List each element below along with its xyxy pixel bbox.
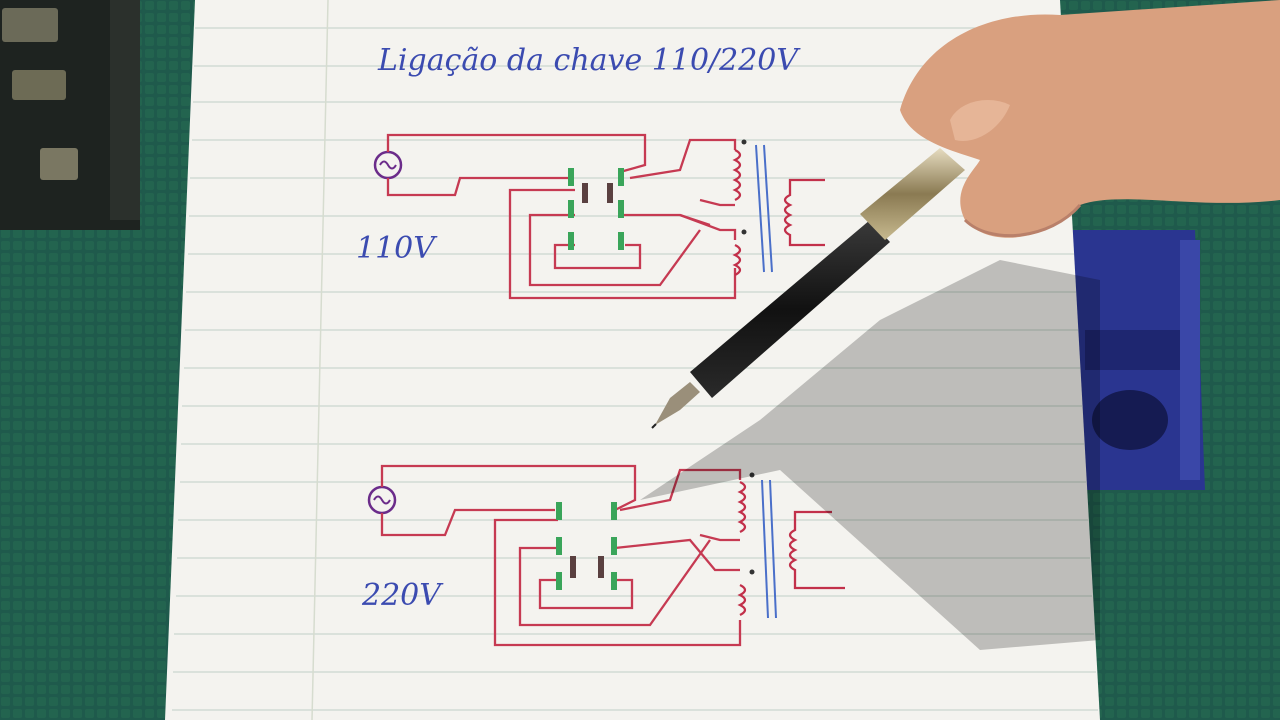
label-110v: 110V (356, 231, 438, 266)
title-text: Ligação da chave 110/220V (377, 43, 801, 78)
diagram-220v: 220V (361, 464, 845, 647)
dark-device (0, 0, 140, 230)
label-220v: 220V (361, 578, 444, 613)
hand (900, 0, 1280, 238)
ruled-lines (172, 27, 1098, 711)
blue-clamp (1070, 230, 1205, 490)
mechanical-pencil (651, 148, 965, 429)
margin-line (311, 0, 329, 720)
hand-shadow (640, 260, 1100, 650)
notebook-paper (165, 0, 1100, 720)
diagram-110v: 110V (356, 133, 825, 300)
